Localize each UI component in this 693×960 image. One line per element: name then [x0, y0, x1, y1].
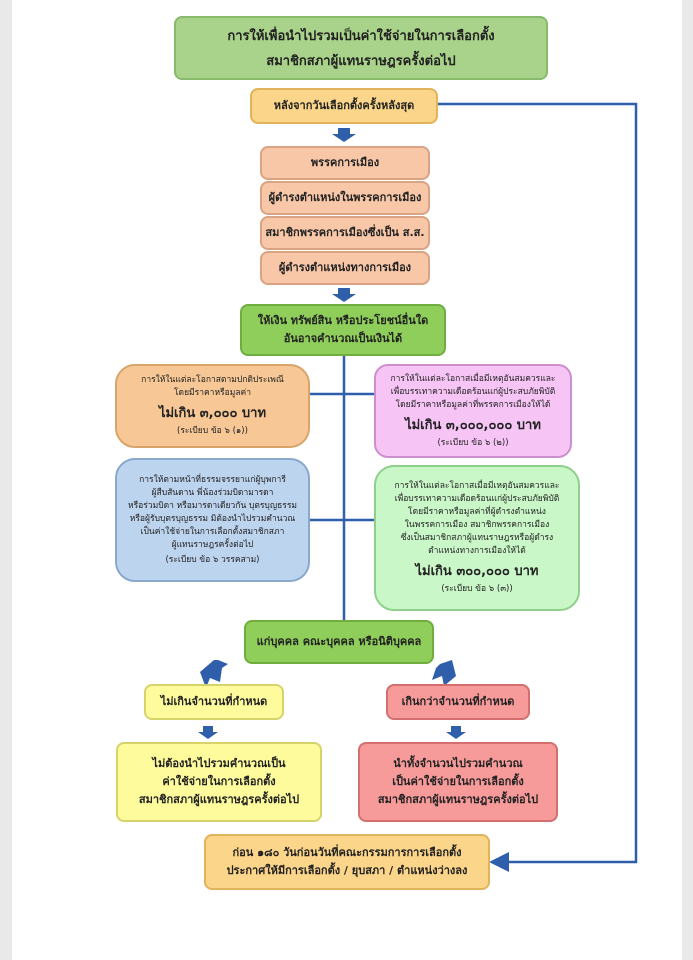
end-box: ก่อน ๑๘๐ วันก่อนวันที่คณะกรรมการการเลือก… [204, 834, 490, 890]
giver-party: พรรคการเมือง [260, 146, 430, 180]
limit-3000: ไม่เกิน ๓,๐๐๐ บาท [158, 406, 267, 421]
title-line-2: สมาชิกสภาผู้แทนราษฎรครั้งต่อไป [266, 54, 456, 69]
case-custom-gift: การให้ในแต่ละโอกาสตามปกติประเพณี โดยมีรา… [115, 364, 310, 448]
case-disaster-officer: การให้ในแต่ละโอกาสเมื่อมีเหตุอันสมควรและ… [374, 465, 580, 611]
gift-box: ให้เงิน ทรัพย์สิน หรือประโยชน์อื่นใด อัน… [240, 304, 446, 356]
over-limit-label: เกินกว่าจำนวนที่กำหนด [386, 684, 530, 720]
down-arrow-3 [198, 726, 218, 739]
giver-party-officer: ผู้ดำรงตำแหน่งในพรรคการเมือง [260, 181, 430, 215]
down-arrow-1 [332, 128, 356, 142]
down-arrow-4 [446, 726, 466, 739]
start-label: หลังจากวันเลือกตั้งครั้งหลังสุด [273, 99, 415, 112]
recipient-box: แก่บุคคล คณะบุคคล หรือนิติบุคคล [244, 620, 434, 664]
title-box: การให้เพื่อนำไปรวมเป็นค่าใช้จ่ายในการเลื… [174, 16, 548, 80]
loop-connector [438, 102, 638, 872]
case-disaster-party: การให้ในแต่ละโอกาสเมื่อมีเหตุอันสมควรและ… [374, 364, 572, 458]
over-limit-result: นำทั้งจำนวนไปรวมคำนวณ เป็นค่าใช้จ่ายในกา… [358, 742, 558, 822]
giver-party-mp: สมาชิกพรรคการเมืองซึ่งเป็น ส.ส. [260, 216, 430, 250]
down-arrow-left [200, 660, 228, 688]
start-box: หลังจากวันเลือกตั้งครั้งหลังสุด [250, 88, 438, 124]
giver-political-officer: ผู้ดำรงตำแหน่งทางการเมือง [260, 251, 430, 285]
limit-3000000: ไม่เกิน ๓,๐๐๐,๐๐๐ บาท [405, 417, 541, 433]
down-arrow-right [432, 660, 456, 686]
title-line-1: การให้เพื่อนำไปรวมเป็นค่าใช้จ่ายในการเลื… [227, 29, 495, 44]
within-limit-result: ไม่ต้องนำไปรวมคำนวณเป็น ค่าใช้จ่ายในการเ… [116, 742, 322, 822]
down-arrow-2 [332, 288, 356, 302]
case-family-duty: การให้ตามหน้าที่ธรรมจรรยาแก่ผู้บุพการี ผ… [115, 458, 310, 582]
limit-300000: ไม่เกิน ๓๐๐,๐๐๐ บาท [415, 564, 539, 579]
within-limit-label: ไม่เกินจำนวนที่กำหนด [144, 684, 284, 720]
